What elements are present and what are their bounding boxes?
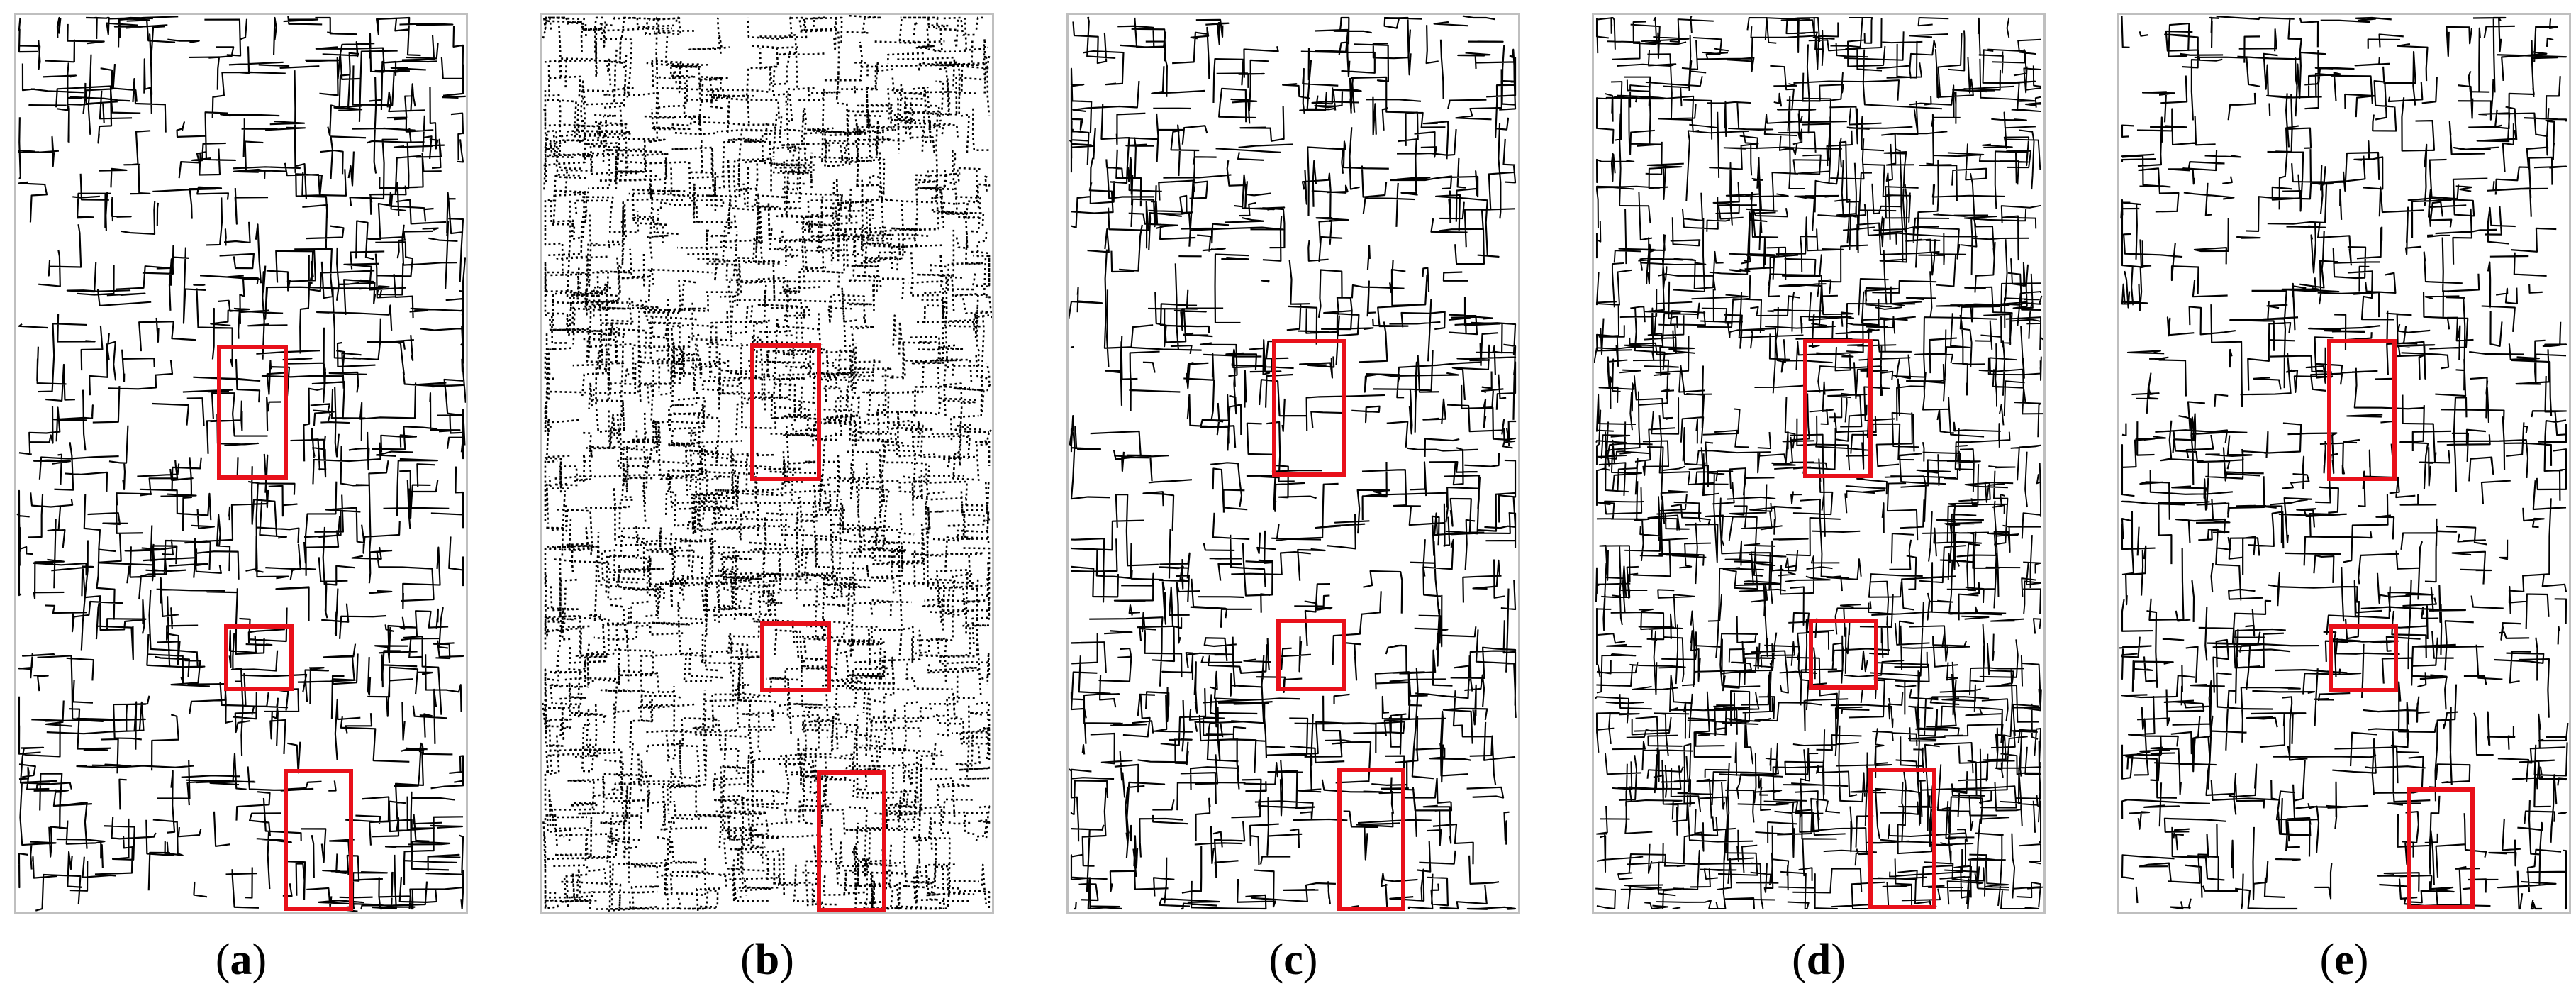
caption-b: (b) — [740, 936, 794, 984]
highlight-box-lower — [1337, 768, 1405, 911]
edge-path — [542, 15, 992, 912]
highlight-box-upper — [1803, 339, 1873, 478]
edge-path — [2119, 15, 2569, 910]
highlight-box-middle — [2329, 624, 2398, 692]
highlight-box-upper — [750, 343, 821, 481]
edge-path — [16, 16, 466, 912]
caption-a: (a) — [215, 936, 267, 984]
edge-lines-e — [2119, 15, 2569, 910]
edge-map-image-b — [540, 13, 994, 914]
edge-lines-b — [542, 15, 992, 912]
highlight-box-upper — [217, 345, 288, 480]
edge-map-image-e — [2117, 13, 2571, 914]
highlight-box-lower — [817, 770, 886, 912]
highlight-box-upper — [1272, 339, 1346, 477]
highlight-box-middle — [1809, 619, 1878, 690]
caption-d: (d) — [1792, 936, 1846, 984]
panel-a — [14, 13, 468, 914]
highlight-box-lower — [284, 769, 353, 911]
highlight-box-lower — [2407, 787, 2475, 909]
edge-map-image-a — [14, 13, 468, 914]
panel-d — [1592, 13, 2046, 914]
panel-b — [540, 13, 994, 914]
edge-map-image-c — [1066, 13, 1520, 914]
highlight-box-middle — [1276, 619, 1346, 691]
edge-map-image-d — [1592, 13, 2046, 914]
highlight-box-middle — [760, 621, 831, 692]
highlight-box-middle — [224, 624, 294, 691]
panel-e — [2117, 13, 2571, 914]
highlight-box-upper — [2327, 339, 2397, 481]
edge-path — [1069, 15, 1517, 910]
highlight-box-lower — [1868, 768, 1936, 909]
edge-lines-c — [1069, 15, 1517, 910]
caption-c: (c) — [1269, 936, 1318, 984]
panel-c — [1066, 13, 1520, 914]
edge-lines-a — [16, 16, 466, 912]
caption-e: (e) — [2319, 936, 2369, 984]
